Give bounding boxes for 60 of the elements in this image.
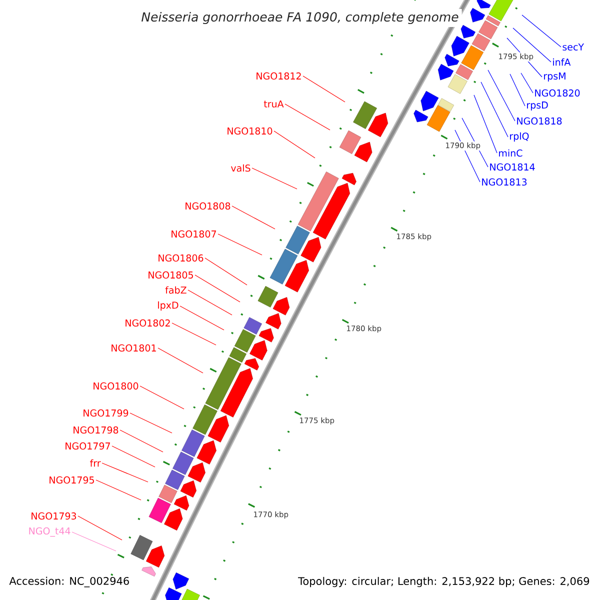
leader-line — [284, 104, 330, 130]
gene-label: infA — [553, 58, 571, 66]
leader-line — [302, 76, 346, 102]
leader-line — [232, 206, 276, 230]
gene-label: NGO1793 — [32, 512, 76, 520]
gene-label: NGO1805 — [148, 271, 193, 279]
leader-line — [78, 516, 122, 540]
gene-label: rpsM — [544, 72, 566, 82]
gene-label: NGO1806 — [158, 254, 204, 262]
leader-line — [512, 28, 552, 62]
info-text: Accession: NC_002946 — [9, 576, 129, 588]
leader-line — [488, 70, 516, 122]
gene-label: NGO1802 — [126, 319, 170, 327]
gene-label: frr — [90, 459, 101, 467]
gene-label: rpsD — [527, 102, 548, 110]
gene-label: NGO1820 — [535, 89, 580, 97]
gene-label: rplQ — [510, 132, 529, 142]
gene-label: NGO1808 — [186, 202, 230, 210]
leader-line — [188, 290, 232, 316]
gene-label: NGO1818 — [517, 117, 562, 125]
leader-line — [520, 72, 534, 94]
leader-line — [522, 14, 562, 48]
gene-label: NGO_t44 — [29, 527, 70, 537]
leader-line — [172, 322, 216, 346]
leader-line — [96, 480, 142, 500]
gene-label: NGO1807 — [172, 230, 216, 238]
gene-label: NGO1800 — [94, 382, 138, 390]
gene-label: NGO1795 — [50, 476, 94, 484]
leader-line — [252, 168, 298, 190]
leader-line — [204, 258, 248, 286]
gene-label: NGO1812 — [256, 72, 301, 80]
leader-line — [480, 82, 508, 138]
gene-label: valS — [230, 164, 250, 172]
leader-line — [510, 74, 526, 106]
leader-line — [180, 306, 224, 330]
leader-line — [140, 386, 184, 410]
gene-label: NGO1814 — [490, 163, 535, 171]
leader-line — [158, 348, 204, 374]
gene-label: NGO1798 — [74, 426, 118, 434]
gene-label: lpxD — [158, 301, 178, 311]
gene-label: NGO1813 — [482, 178, 527, 186]
gene-label: fabZ — [165, 286, 186, 294]
info-text: Topology: circular; Length: 2,153,922 bp; Genes: 2,069 — [298, 576, 590, 588]
leader-line — [274, 130, 316, 158]
gene-label: NGO1801 — [112, 344, 156, 352]
title: Neisseria gonorrhoeae FA 1090, complete genome — [138, 8, 462, 28]
leader-line — [194, 274, 240, 302]
gene-label: minC — [499, 149, 522, 157]
gene-label: NGO1810 — [228, 127, 272, 135]
leader-line — [102, 462, 148, 482]
leader-line — [218, 234, 262, 256]
leader-line — [474, 94, 498, 154]
gene-label: NGO1799 — [84, 409, 128, 417]
leader-line — [120, 430, 164, 452]
leader-line — [72, 532, 116, 552]
gene-label: NGO1797 — [66, 442, 110, 450]
leader-line — [112, 446, 156, 468]
leader-line — [130, 412, 172, 434]
gene-label: secY — [562, 43, 584, 51]
gene-label: truA — [264, 100, 284, 108]
